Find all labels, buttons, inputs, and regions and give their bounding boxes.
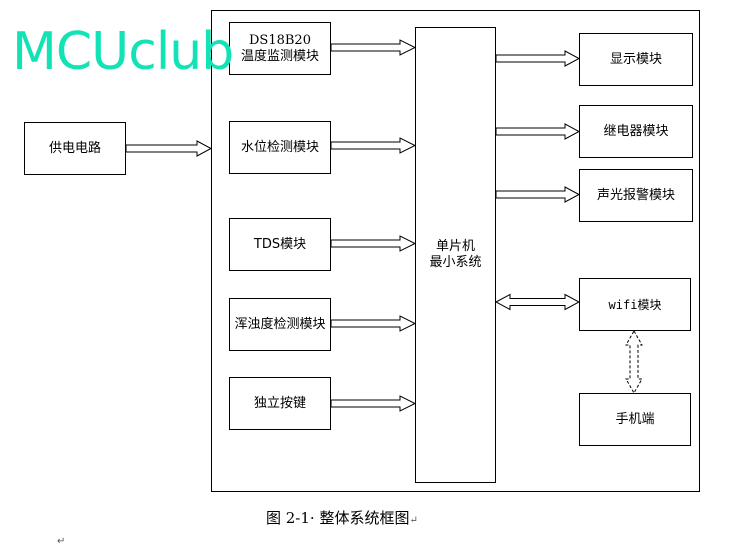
display-label: 显示模块 [609,51,662,67]
power-supply-label: 供电电路 [48,140,101,156]
keys-label: 独立按键 [253,395,306,411]
relay-label: 继电器模块 [603,123,669,139]
wifi-block: wifi模块 [579,278,691,331]
caption-return-mark: ↵ [409,515,418,526]
figure-caption-text: 图 2-1· 整体系统框图 [266,509,410,527]
temp-module-label: 温度监测模块 [240,48,319,64]
water-level-block: 水位检测模块 [229,121,331,174]
turbidity-block: 浑浊度检测模块 [229,298,331,351]
alarm-label: 声光报警模块 [596,187,675,203]
tds-block: TDS模块 [229,218,331,271]
wifi-label: wifi模块 [608,297,662,312]
paragraph-return-mark: ↵ [57,536,66,547]
arrow-tds-to-mcu [330,235,417,252]
arrow-mcu-to-relay [495,123,581,140]
arrow-keys-to-mcu [330,395,417,412]
arrow-mcu-wifi-bidirectional [494,293,581,311]
mcuclub-watermark: MCUclub [12,22,234,82]
arrow-mcu-to-display [495,50,581,67]
arrow-water-to-mcu [330,137,417,154]
arrow-mcu-to-alarm [495,186,581,203]
system-boundary [211,10,700,492]
keys-block: 独立按键 [229,377,331,430]
ds18b20-label: DS18B20 [249,32,311,48]
display-block: 显示模块 [579,33,693,86]
water-level-label: 水位检测模块 [240,139,319,155]
mcu-label-line2: 最小系统 [429,255,482,270]
mcu-block: 单片机 最小系统 [415,27,496,483]
arrow-power-to-system [125,140,213,157]
arrow-wifi-phone-bidirectional [625,329,643,395]
phone-block: 手机端 [579,393,691,446]
mcu-label-line1: 单片机 [435,239,475,254]
figure-caption: 图 2-1· 整体系统框图↵ [266,507,418,528]
arrow-turbidity-to-mcu [330,315,417,332]
alarm-block: 声光报警模块 [579,169,693,222]
turbidity-label: 浑浊度检测模块 [234,316,326,332]
ds18b20-temp-block: DS18B20 温度监测模块 [229,22,331,75]
phone-label: 手机端 [615,411,655,427]
relay-block: 继电器模块 [579,105,693,158]
power-supply-block: 供电电路 [24,122,126,175]
tds-label: TDS模块 [253,236,307,252]
arrow-temp-to-mcu [330,39,417,56]
